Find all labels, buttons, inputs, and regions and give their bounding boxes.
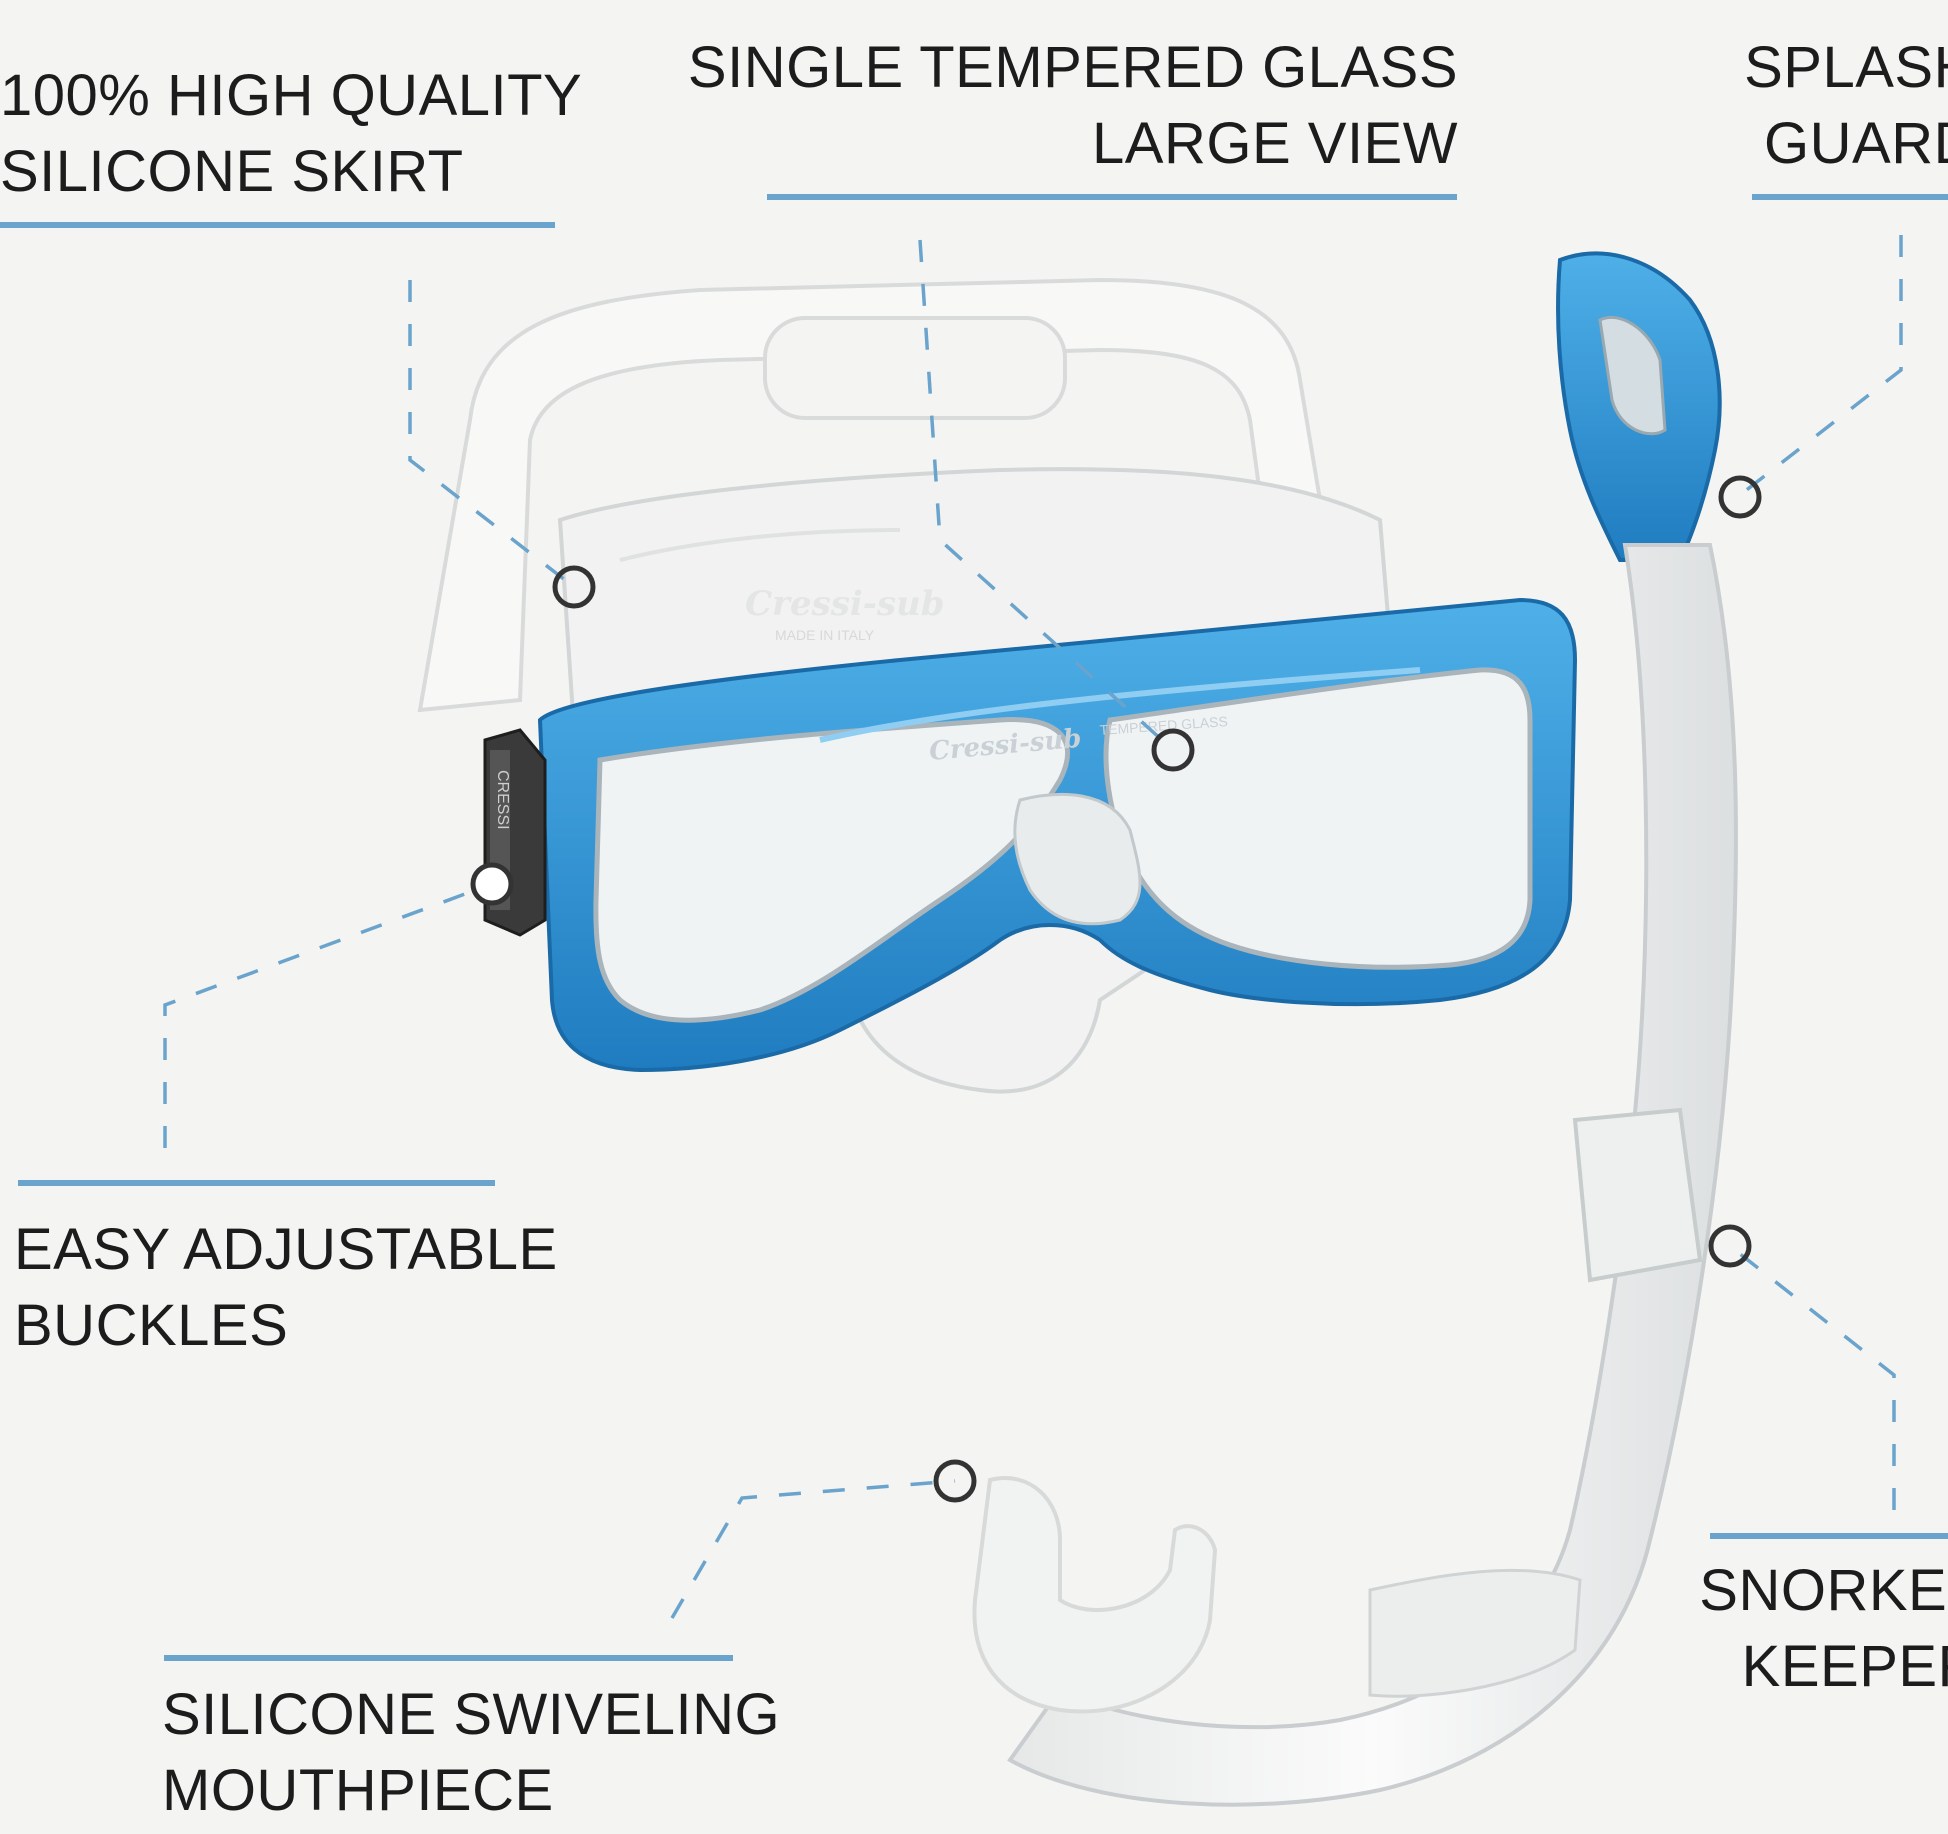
callout-skirt-line2: SILICONE SKIRT [0, 139, 464, 204]
leader-lines [163, 235, 1903, 1619]
callout-splash-line1: SPLASH [1744, 35, 1948, 100]
mask-frame [537, 597, 1578, 1073]
callout-keeper: SNORKEL KEEPER [1699, 1553, 1948, 1705]
skirt-made-in-mark: MADE IN ITALY [775, 627, 875, 643]
callout-keeper-line1: SNORKEL [1699, 1558, 1948, 1623]
mask-strap [417, 277, 1333, 713]
callout-buckles: EASY ADJUSTABLE BUCKLES [14, 1212, 558, 1364]
marker-skirt [552, 565, 596, 609]
marker-buckles [470, 862, 514, 906]
callout-glass-line2: LARGE VIEW [1092, 111, 1458, 176]
callout-mouthpiece: SILICONE SWIVELING MOUTHPIECE [162, 1677, 780, 1829]
markers [470, 475, 1762, 1503]
callout-mouthpiece-line1: SILICONE SWIVELING [162, 1682, 781, 1747]
marker-keeper [1708, 1224, 1752, 1268]
buckle-brand-mark: CRESSI [494, 770, 511, 830]
callout-glass: SINGLE TEMPERED GLASS LARGE VIEW [688, 30, 1458, 182]
callout-glass-line1: SINGLE TEMPERED GLASS [687, 35, 1458, 100]
leader-skirt [408, 280, 576, 589]
callout-splash-line2: GUARD [1764, 111, 1948, 176]
leader-buckles [163, 882, 493, 1148]
snorkel [972, 251, 1738, 1807]
callout-buckles-line1: EASY ADJUSTABLE [14, 1217, 558, 1282]
leader-mouthpiece [670, 1479, 956, 1619]
snorkel-keeper [1572, 1107, 1703, 1283]
callout-splash: SPLASH GUARD [1744, 30, 1948, 182]
marker-glass [1151, 728, 1195, 772]
callout-skirt-line1: 100% HIGH QUALITY [0, 63, 583, 128]
callout-mouthpiece-line2: MOUTHPIECE [162, 1758, 554, 1823]
marker-mouthpiece [933, 1459, 977, 1503]
leader-splash [1738, 235, 1903, 497]
callout-keeper-line2: KEEPER [1741, 1634, 1948, 1699]
callout-buckles-line2: BUCKLES [14, 1293, 289, 1358]
mouthpiece [972, 1476, 1218, 1714]
marker-splash [1718, 475, 1762, 519]
callout-skirt: 100% HIGH QUALITY SILICONE SKIRT [0, 58, 582, 210]
leader-glass [918, 239, 1175, 752]
skirt-brand-mark: Cressi-sub [745, 584, 945, 624]
rules [0, 194, 1948, 1661]
leader-keeper [1728, 1244, 1896, 1510]
